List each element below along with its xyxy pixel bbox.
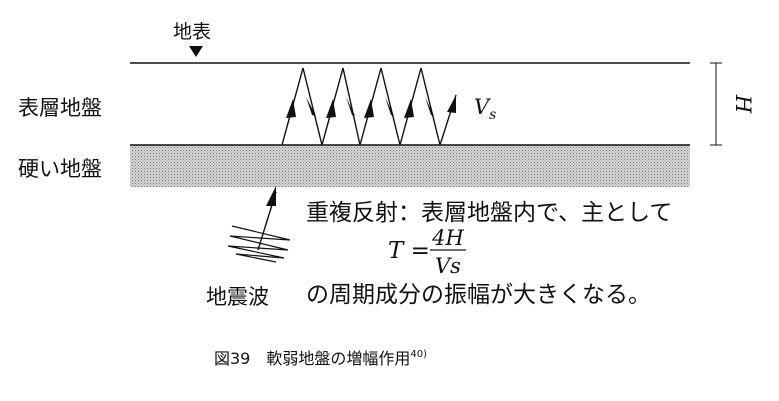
ray-arrow-icon [447, 95, 456, 113]
seismic-wave-arrow [227, 186, 291, 263]
reflection-rays [281, 67, 457, 146]
ray-arrow-icon [306, 97, 316, 116]
thickness-dimension: H [710, 62, 755, 146]
explanation-line-3: の周期成分の振幅が大きくなる。 [306, 282, 651, 308]
ground-surface-marker-icon [189, 46, 203, 57]
figure-caption: 図39 軟弱地盤の増幅作用40) [214, 349, 427, 368]
formula-denominator: Vs [435, 254, 461, 278]
ground-surface-label: 地表 [173, 21, 211, 43]
period-formula: T = 4H Vs [388, 226, 466, 278]
ray-arrow-icon [364, 99, 374, 118]
explanation-line-1: 重複反射：表層地盤内で、主として [306, 200, 672, 226]
velocity-label: Vs [474, 95, 496, 123]
seismic-wave-zigzag-icon [227, 225, 291, 263]
ray-arrow-icon [326, 99, 336, 118]
seismic-arrow-icon [266, 186, 276, 206]
thickness-label: H [731, 94, 755, 114]
ray-arrow-icon [346, 97, 355, 116]
ray-arrow-icon [385, 97, 394, 116]
formula-numerator: 4H [431, 226, 464, 250]
seismic-wave-label: 地震波 [206, 285, 269, 309]
formula-lhs: T = [388, 238, 430, 264]
hard-ground-label: 硬い地盤 [18, 157, 102, 181]
ray-arrow-icon [404, 99, 414, 118]
surface-layer-label: 表層地盤 [18, 96, 102, 120]
hard-ground-layer [130, 145, 690, 187]
ray-arrow-icon [425, 97, 434, 116]
ray-arrow-icon [286, 99, 296, 118]
